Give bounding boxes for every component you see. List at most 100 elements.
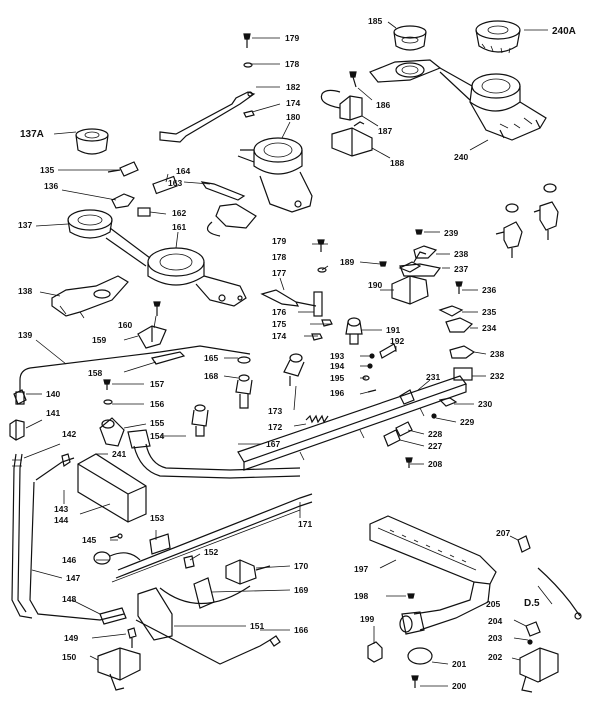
label-174-mid: 174 [272,331,286,341]
label-158: 158 [88,368,102,378]
label-152: 152 [204,547,218,557]
label-157: 157 [150,379,164,389]
label-174-top: 174 [286,98,300,108]
label-166: 166 [294,625,308,635]
nut-199 [367,641,383,663]
fitting-228 [395,421,413,437]
burner-cap-185 [393,25,427,51]
clip-174-top [243,110,255,118]
screw-189 [379,261,387,267]
sleeve-164 [152,175,178,195]
label-199: 199 [360,614,374,624]
bracket-153 [149,533,171,555]
spark-module-237 [399,263,442,277]
label-195: 195 [330,373,344,383]
leader-lines [23,21,553,687]
label-200: 200 [452,681,466,691]
label-143: 143 [54,504,68,514]
label-175: 175 [272,319,286,329]
clip-152 [183,555,195,569]
screw-198 [407,593,415,599]
label-207: 207 [496,528,510,538]
tube-155 [99,417,125,447]
bracket-188 [331,121,373,157]
label-154: 154 [150,431,164,441]
label-235: 235 [482,307,496,317]
label-232: 232 [490,371,504,381]
label-170: 170 [294,561,308,571]
label-177: 177 [272,268,286,278]
valve-knob-right-a [505,183,557,213]
igniter-187 [320,89,363,121]
valve-170 [225,559,271,585]
part-labels: 179 178 185 240A 182 174 186 137A 180 18… [18,16,576,691]
bracket-235 [438,305,464,317]
screw-160 [153,301,161,316]
label-228: 228 [428,429,442,439]
nut-141 [9,419,25,441]
wire-205 [537,567,582,620]
fitting-140 [13,389,27,405]
part-229 [431,413,437,419]
burner-assembly-240 [369,59,547,141]
bracket-234 [445,317,474,333]
label-197: 197 [354,564,368,574]
label-d5: D.5 [524,598,540,609]
label-241: 241 [112,449,126,459]
label-204: 204 [488,616,502,626]
label-238-top: 238 [454,249,468,259]
clip-238-top [413,245,438,259]
label-234: 234 [482,323,496,333]
label-153: 153 [150,513,164,523]
valve-stem-177 [260,289,317,307]
washer-156 [103,399,113,405]
label-150: 150 [62,652,76,662]
clip-238-lower [449,345,476,359]
igniter-bracket [206,203,257,237]
label-176: 176 [272,307,286,317]
screw-157 [103,379,111,390]
spring-172 [305,414,329,424]
label-162: 162 [172,208,186,218]
label-240a: 240A [552,26,576,37]
screw-200 [411,675,419,688]
valve-154 [191,404,209,437]
label-178-mid: 178 [272,252,286,262]
label-182: 182 [286,82,300,92]
washer-178-mid [317,267,327,273]
label-190: 190 [368,280,382,290]
label-188: 188 [390,158,404,168]
manifold-167 [127,429,301,479]
screw-145 [109,533,123,539]
valve-191 [345,317,363,345]
cover-241 [77,453,147,523]
fitting-231 [399,389,415,405]
fitting-176 [313,291,323,317]
label-147: 147 [66,573,80,583]
label-237: 237 [454,264,468,274]
label-229: 229 [460,417,474,427]
label-203: 203 [488,633,502,643]
burner-cap-240a [475,20,521,54]
bracket-151 [137,587,173,641]
tube-158 [151,351,186,365]
label-187: 187 [378,126,392,136]
bracket-159 [137,325,167,349]
label-165: 165 [204,353,218,363]
label-178-top: 178 [285,59,299,69]
label-138: 138 [18,286,32,296]
screw-239 [415,229,423,235]
label-155: 155 [150,418,164,428]
part-207 [517,535,531,553]
label-236: 236 [482,285,496,295]
label-179-top: 179 [285,33,299,43]
fitting-227 [383,429,401,447]
cap-232 [453,367,473,381]
fitting-149 [127,627,137,648]
switch-146 [93,551,141,565]
label-144: 144 [54,515,68,525]
label-196: 196 [330,388,344,398]
label-141: 141 [46,408,60,418]
clip-136 [111,193,135,209]
